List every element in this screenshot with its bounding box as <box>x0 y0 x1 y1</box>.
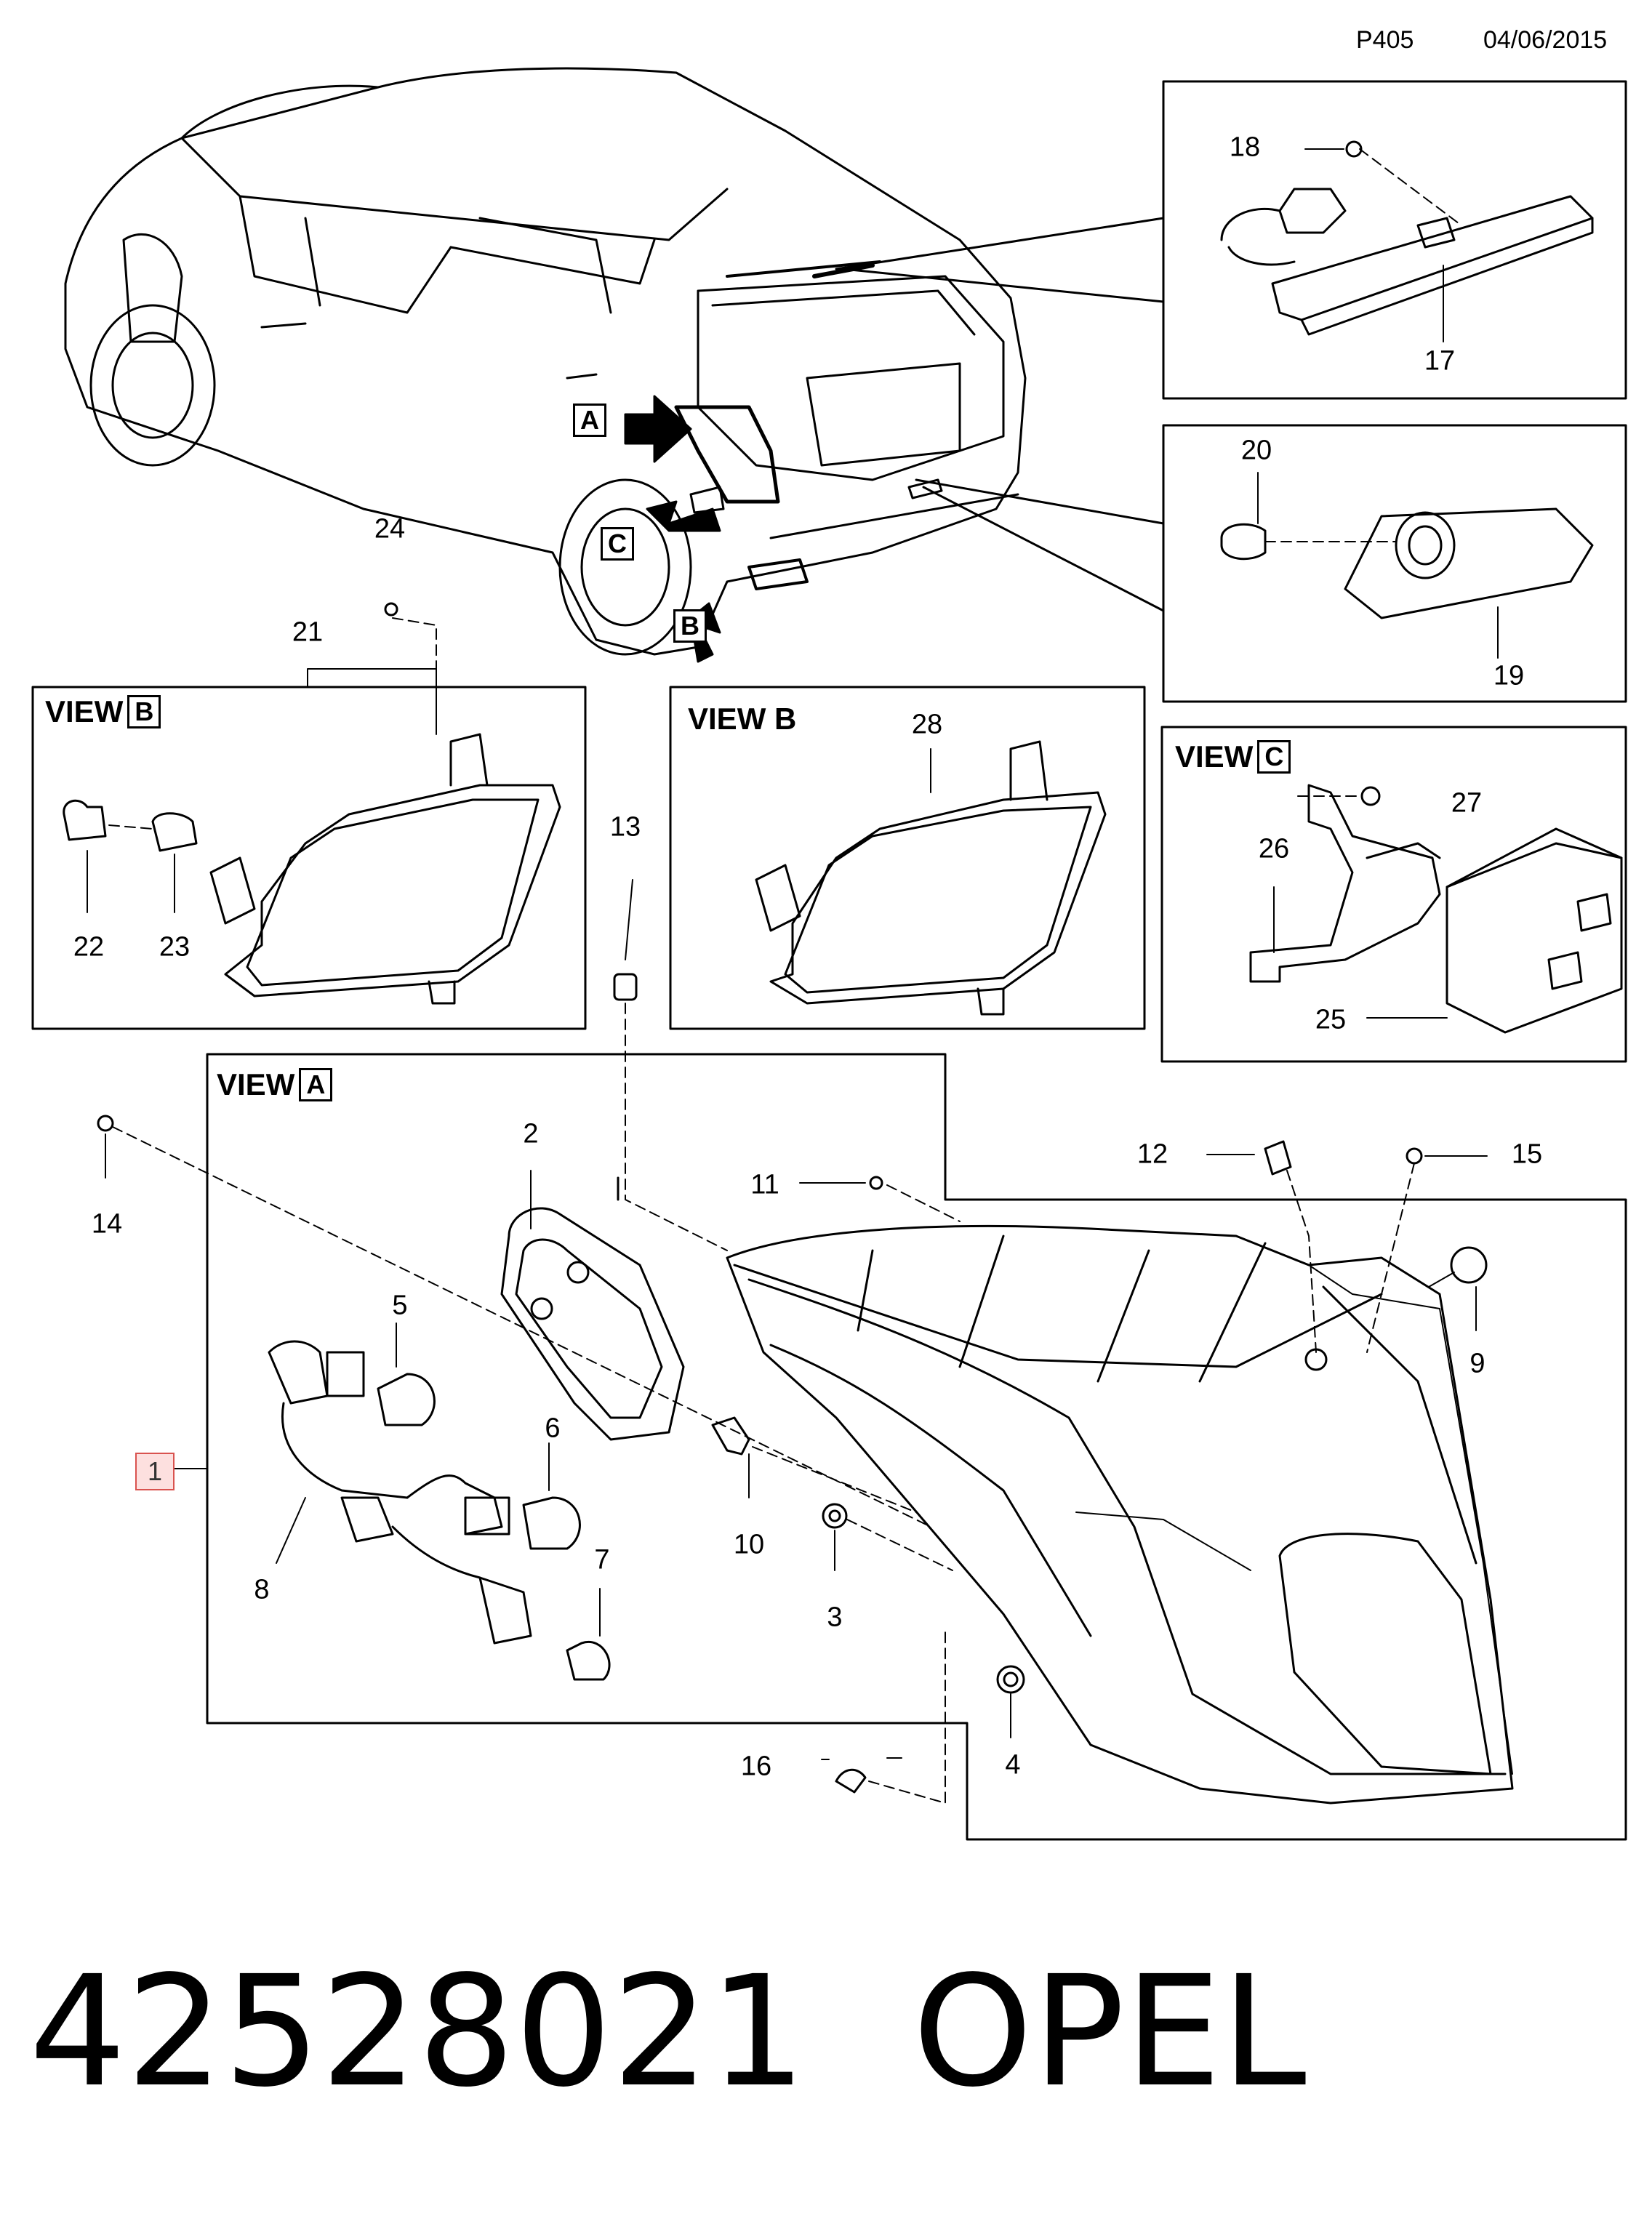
view-b-left-letter: B <box>127 695 161 728</box>
detail-box-license-lamp <box>1162 424 1627 703</box>
callout-27[interactable]: 27 <box>1451 787 1483 819</box>
callout-18[interactable]: 18 <box>1229 132 1261 163</box>
view-b-center-word: VIEW B <box>688 702 797 736</box>
view-b-left-word: VIEW <box>45 694 124 728</box>
callout-10[interactable]: 10 <box>733 1529 765 1560</box>
callout-17[interactable]: 17 <box>1424 345 1456 377</box>
detail-box-view-b-left <box>31 602 587 1030</box>
callout-24[interactable]: 24 <box>374 513 406 545</box>
diagram-date: 04/06/2015 <box>1483 26 1608 54</box>
callout-9[interactable]: 9 <box>1469 1348 1485 1379</box>
callout-22[interactable]: 22 <box>73 931 105 963</box>
callout-16[interactable]: 16 <box>740 1751 772 1782</box>
view-a-letter: A <box>299 1068 333 1101</box>
arrow-tag-c: C <box>601 527 634 561</box>
callout-13[interactable]: 13 <box>609 811 641 843</box>
view-c-letter: C <box>1257 740 1291 774</box>
callout-8[interactable]: 8 <box>254 1574 270 1605</box>
callout-26[interactable]: 26 <box>1258 833 1290 864</box>
callout-15[interactable]: 15 <box>1511 1139 1543 1170</box>
view-c-word: VIEW <box>1175 739 1254 774</box>
detail-box-view-b-center <box>669 686 1146 1030</box>
callout-5[interactable]: 5 <box>392 1290 408 1321</box>
detail-box-stop-lamp <box>1162 80 1627 400</box>
brand-name: OPEL <box>913 1943 1307 2121</box>
callout-6[interactable]: 6 <box>545 1413 561 1444</box>
view-a-word: VIEW <box>217 1067 295 1101</box>
callout-12[interactable]: 12 <box>1136 1139 1168 1170</box>
detail-box-view-c <box>1160 726 1627 1063</box>
callout-3[interactable]: 3 <box>827 1602 843 1633</box>
view-c-title: VIEW C <box>1175 739 1291 774</box>
arrow-tag-b: B <box>673 609 707 643</box>
callout-23[interactable]: 23 <box>159 931 191 963</box>
callout-2[interactable]: 2 <box>523 1118 539 1149</box>
view-b-left-title: VIEW B <box>45 694 161 729</box>
arrow-tag-a: A <box>573 404 606 437</box>
detail-box-view-a <box>97 879 1627 1841</box>
view-b-center-title: VIEW B <box>688 702 796 736</box>
vehicle-illustration <box>64 67 1165 663</box>
callout-25[interactable]: 25 <box>1315 1004 1347 1035</box>
callout-28[interactable]: 28 <box>911 709 943 740</box>
callout-11[interactable]: 11 <box>750 1169 779 1200</box>
assembly-reference-1[interactable]: 1 <box>135 1453 175 1490</box>
callout-14[interactable]: 14 <box>91 1208 123 1240</box>
callout-19[interactable]: 19 <box>1493 660 1525 691</box>
callout-20[interactable]: 20 <box>1240 435 1272 466</box>
callout-7[interactable]: 7 <box>594 1544 610 1575</box>
view-a-title: VIEW A <box>217 1067 333 1102</box>
callout-21[interactable]: 21 <box>292 617 324 648</box>
callout-4[interactable]: 4 <box>1005 1749 1021 1781</box>
part-number: 42528021 <box>29 1943 806 2121</box>
page-code: P405 <box>1356 26 1414 54</box>
